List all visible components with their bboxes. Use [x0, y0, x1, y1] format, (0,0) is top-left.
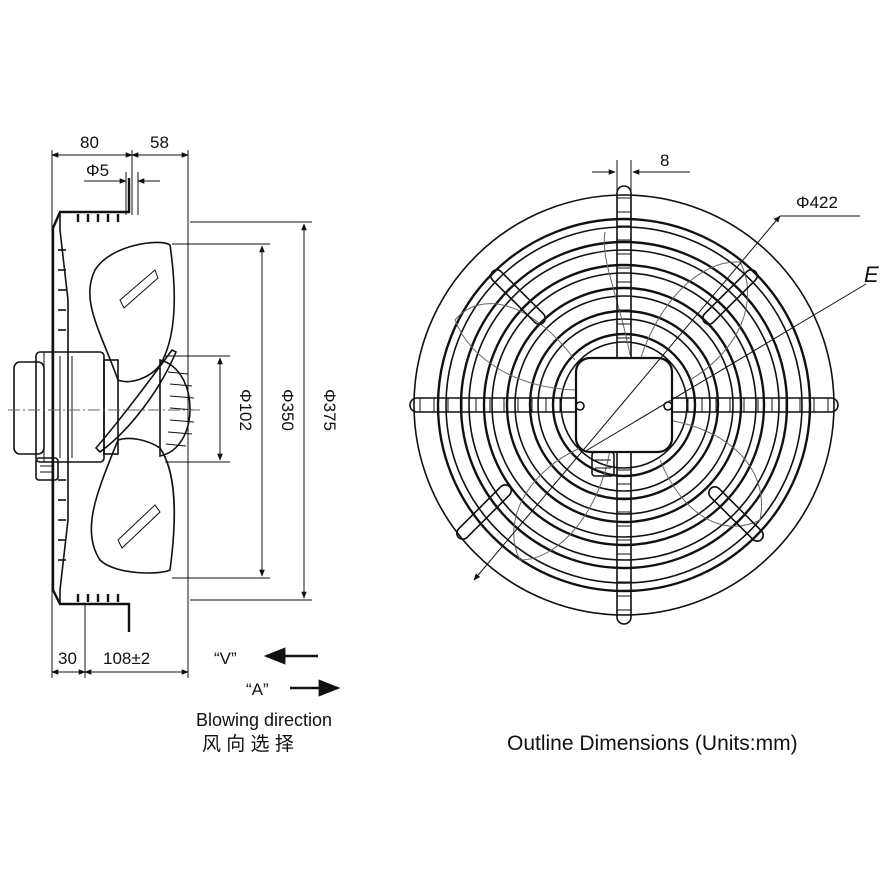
outline-title: Outline Dimensions (Units:mm) [507, 732, 798, 755]
label-v: “V” [214, 649, 237, 668]
outer-ring [413, 194, 835, 616]
dim-58: 58 [150, 133, 169, 152]
guard-ribs-bottom [76, 594, 120, 602]
blowing-caption-en: Blowing direction [196, 710, 332, 730]
dim-guard: Φ375 [320, 389, 339, 431]
dim-108: 108±2 [103, 649, 150, 668]
blowing-direction: “V” “A” Blowing direction 风 向 选 择 [196, 647, 341, 755]
dim-blade: Φ350 [278, 389, 297, 431]
dim-hub: Φ102 [236, 389, 255, 431]
dim-e: E [864, 262, 879, 287]
motor-housing [574, 356, 674, 454]
dim-outer-diameter: Φ422 [796, 193, 838, 212]
label-a: “A” [246, 680, 269, 699]
guard-ribs-top [76, 214, 120, 222]
dim-30: 30 [58, 649, 77, 668]
dim-80: 80 [80, 133, 99, 152]
blowing-caption-cn: 风 向 选 择 [202, 733, 294, 755]
dim-shaft: Φ5 [86, 161, 109, 180]
dim-bar-width: 8 [660, 151, 669, 170]
motor-body [13, 351, 195, 481]
side-view: 80 58 Φ5 [8, 133, 339, 678]
front-view: 8 Φ422 E [409, 151, 879, 625]
blades-side [88, 241, 178, 574]
guard-side-ticks [58, 249, 66, 561]
